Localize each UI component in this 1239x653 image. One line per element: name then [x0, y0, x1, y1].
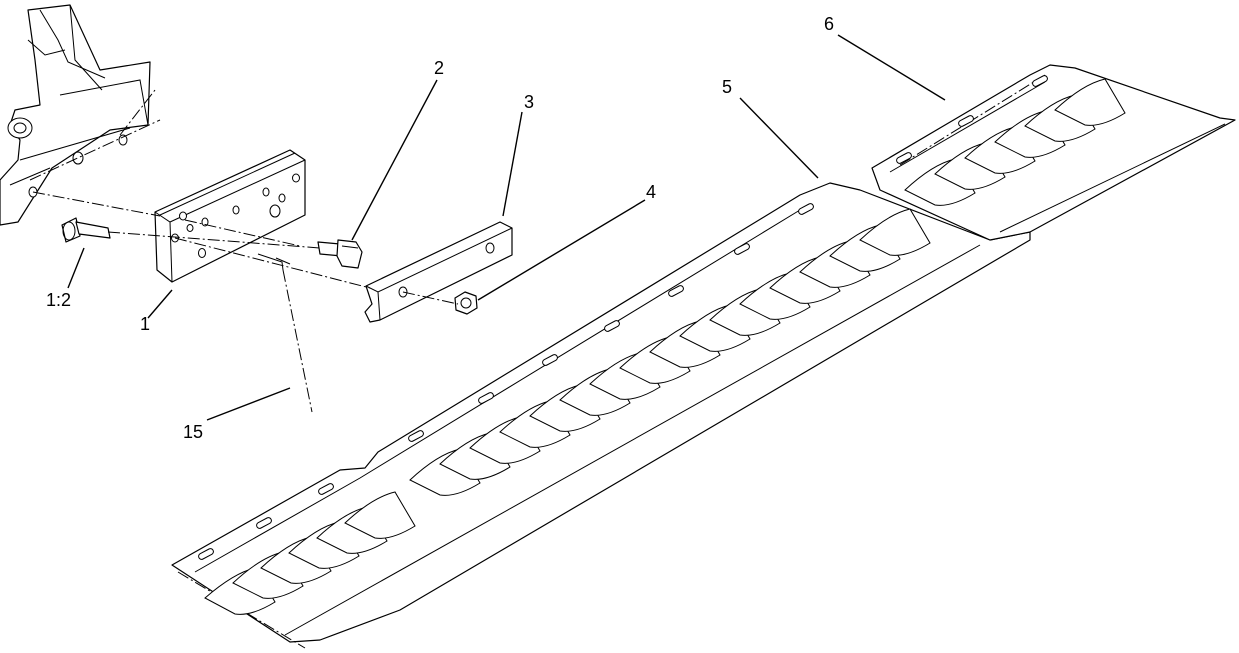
bolt-part-1-2 [61, 217, 111, 243]
callout-3: 3 [524, 92, 534, 112]
alignment-lines [29, 89, 459, 305]
guard-plate-part-6 [871, 64, 1236, 241]
teeth-lower [204, 208, 931, 615]
nut-part-4 [454, 291, 478, 315]
callout-6: 6 [824, 14, 834, 34]
callout-2: 2 [434, 58, 444, 78]
mount-slots-upper [896, 75, 1048, 164]
leader-1 [147, 289, 173, 319]
rod-part-15 [257, 253, 313, 413]
callout-15: 15 [183, 422, 203, 442]
bolt-part-2 [317, 239, 363, 269]
guard-plate-part-5 [171, 182, 1031, 649]
callout-labels: 1 1:2 2 3 4 5 6 15 [46, 14, 834, 442]
leader-6 [837, 34, 946, 101]
plate-part-1 [154, 149, 306, 283]
bracket-part-3 [364, 221, 513, 323]
leader-lines [67, 34, 946, 421]
teeth-upper [904, 78, 1126, 206]
callout-4: 4 [646, 182, 656, 202]
leader-5 [739, 97, 819, 179]
mount-slots-lower [198, 203, 814, 560]
leader-3 [502, 111, 523, 217]
callout-5: 5 [722, 77, 732, 97]
leader-15 [206, 387, 291, 421]
leader-4 [477, 199, 646, 301]
mounting-frame [0, 4, 151, 226]
leader-1-2 [67, 247, 85, 289]
callout-1-2: 1:2 [46, 290, 71, 310]
callout-1: 1 [140, 314, 150, 334]
leader-2 [351, 79, 438, 241]
